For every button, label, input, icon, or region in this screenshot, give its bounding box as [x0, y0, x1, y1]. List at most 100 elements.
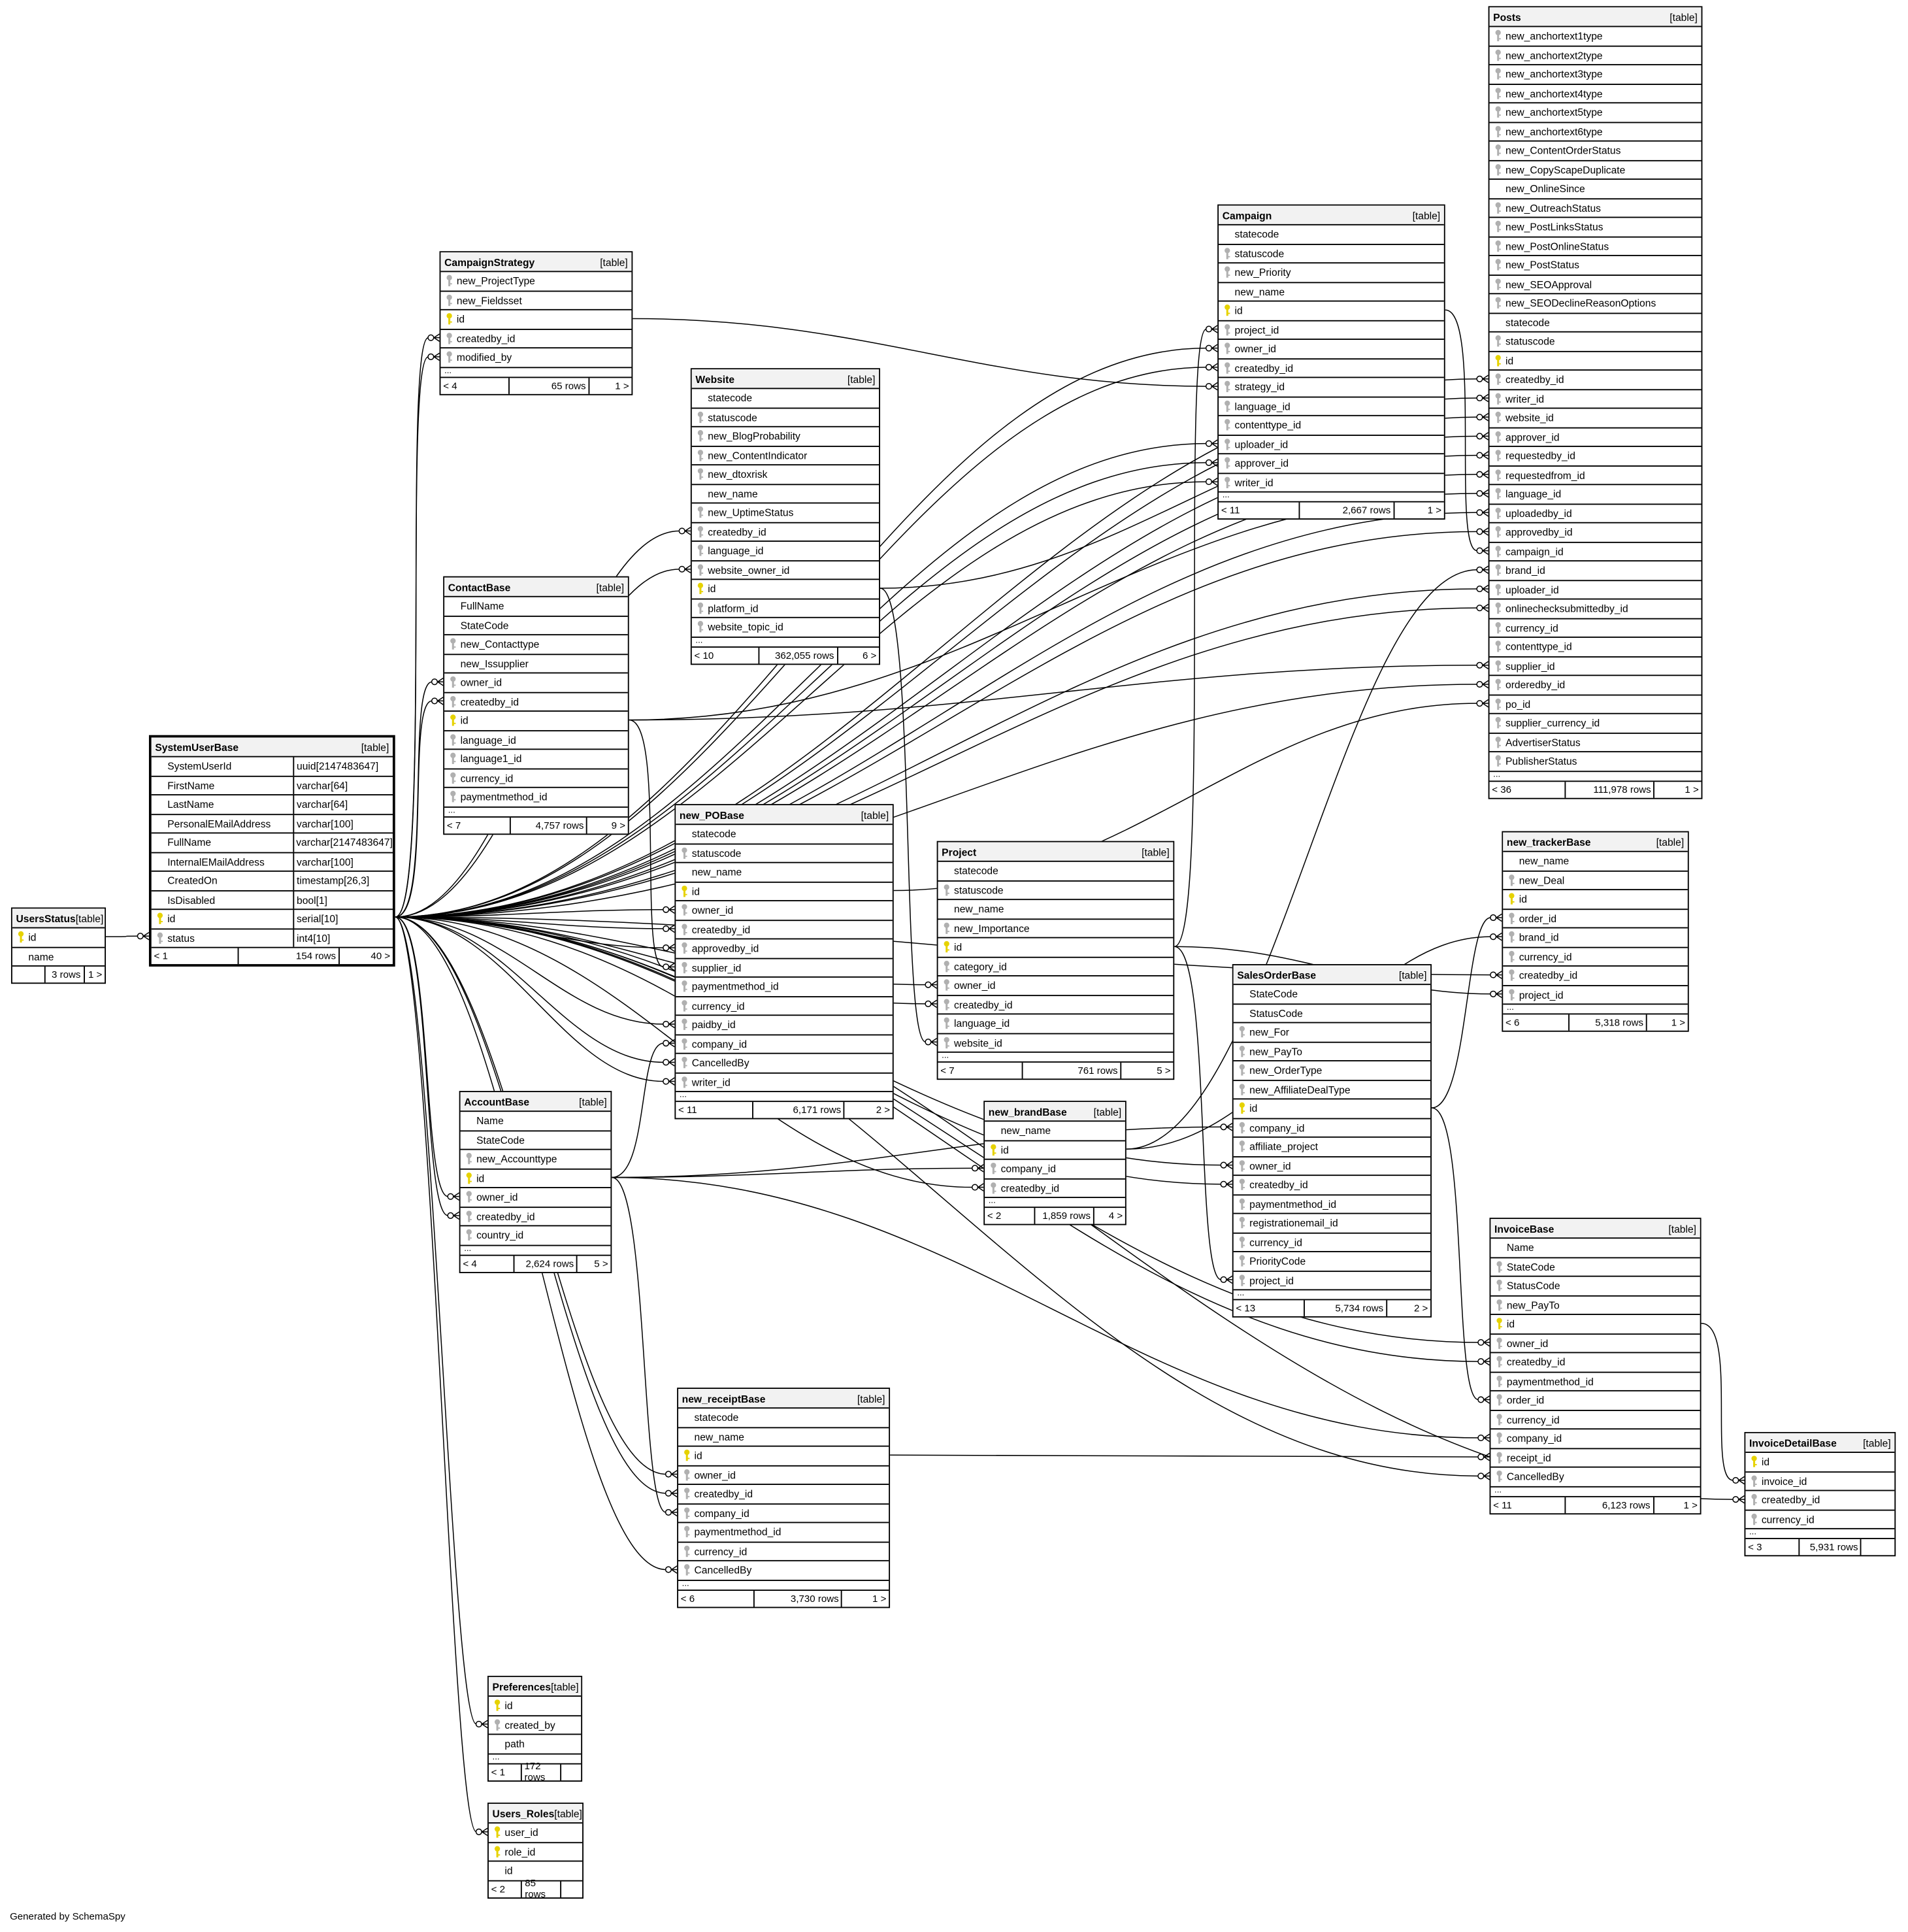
column-row[interactable]: statecode [678, 1408, 889, 1428]
column-row[interactable]: order_id [1503, 909, 1688, 929]
column-row[interactable]: createdby_id [938, 995, 1174, 1015]
parents-count[interactable]: < 7 [444, 816, 511, 833]
column-row[interactable]: new_PostLinksStatus [1489, 218, 1702, 237]
column-row[interactable]: invoice_id [1745, 1472, 1895, 1491]
column-row[interactable]: StateCode [444, 616, 628, 636]
column-row[interactable]: statuscode [691, 408, 880, 427]
column-row[interactable]: new_Issupplier [444, 654, 628, 674]
children-count[interactable]: 6 > [862, 649, 877, 661]
column-row[interactable]: createdby_id [676, 920, 893, 940]
table-header[interactable]: new_trackerBase[table] [1503, 832, 1688, 852]
column-row[interactable]: owner_id [676, 901, 893, 921]
column-row[interactable]: new_anchortext4type [1489, 84, 1702, 104]
column-row[interactable]: createdby_id [1503, 967, 1688, 986]
children-count[interactable]: 1 > [872, 1592, 887, 1604]
parents-count[interactable]: < 11 [1490, 1496, 1566, 1513]
column-row[interactable]: new_name [678, 1427, 889, 1447]
column-row[interactable]: company_id [676, 1035, 893, 1054]
column-row[interactable]: currency_id [676, 997, 893, 1016]
column-row[interactable]: id [938, 939, 1174, 958]
column-row[interactable]: new_ProjectType [440, 272, 632, 291]
column-row[interactable]: id [1490, 1315, 1700, 1335]
column-row[interactable]: new_ContentIndicator [691, 446, 880, 466]
column-row[interactable]: order_id [1490, 1391, 1700, 1411]
column-row[interactable]: id [444, 712, 628, 731]
column-row[interactable]: approvedby_id [676, 939, 893, 959]
column-row[interactable]: currency_id [1233, 1233, 1431, 1252]
column-row[interactable]: contenttype_id [1219, 416, 1444, 435]
column-row[interactable]: createdby_id [1490, 1353, 1700, 1373]
column-row[interactable]: currency_id [1503, 948, 1688, 967]
column-row[interactable]: statuscode [1219, 244, 1444, 264]
column-row[interactable]: Name [460, 1112, 611, 1131]
column-row[interactable]: PublisherStatus [1489, 752, 1702, 772]
column-row[interactable]: new_AffiliateDealType [1233, 1080, 1431, 1100]
column-row[interactable]: id [460, 1169, 611, 1188]
column-row[interactable]: approver_id [1489, 428, 1702, 447]
table-header[interactable]: new_receiptBase[table] [678, 1389, 889, 1409]
column-row[interactable]: new_name [1503, 852, 1688, 871]
column-row[interactable]: Name [1490, 1239, 1700, 1258]
column-row[interactable]: new_PostOnlineStatus [1489, 237, 1702, 256]
column-row[interactable]: uploadedby_id [1489, 504, 1702, 524]
table-header[interactable]: InvoiceBase[table] [1490, 1219, 1700, 1239]
column-row[interactable]: id [678, 1447, 889, 1466]
column-row[interactable]: company_id [678, 1504, 889, 1524]
column-row[interactable]: new_PostStatus [1489, 256, 1702, 276]
column-row[interactable]: paymentmethod_id [676, 978, 893, 997]
column-row[interactable]: statuscode [676, 844, 893, 863]
children-count[interactable]: 1 > [1427, 505, 1442, 516]
column-row[interactable]: paymentmethod_id [678, 1523, 889, 1542]
table-header[interactable]: Campaign[table] [1219, 205, 1444, 225]
parents-count[interactable]: < 2 [985, 1208, 1036, 1224]
parents-count[interactable]: < 36 [1490, 781, 1566, 797]
column-row[interactable]: new_Priority [1219, 263, 1444, 283]
column-row[interactable]: campaign_id [1489, 542, 1702, 562]
column-row[interactable]: uploader_id [1489, 580, 1702, 600]
column-row[interactable]: StatusCode [1233, 1004, 1431, 1024]
column-row[interactable]: CancelledBy [1490, 1468, 1700, 1487]
table-header[interactable]: Posts[table] [1489, 7, 1702, 27]
table-header[interactable]: CampaignStrategy[table] [440, 252, 632, 273]
column-row[interactable]: statecode [938, 862, 1174, 881]
table-header[interactable]: ContactBase[table] [444, 577, 628, 597]
column-row[interactable]: owner_id [1219, 340, 1444, 359]
column-row[interactable]: name [12, 948, 105, 967]
column-row[interactable]: StateCode [1490, 1257, 1700, 1277]
column-row[interactable]: project_id [1503, 986, 1688, 1005]
children-count[interactable]: 5 > [1157, 1065, 1171, 1076]
column-row[interactable]: CancelledBy [678, 1561, 889, 1580]
table-header[interactable]: Users_Roles[table] [488, 1803, 583, 1824]
column-row[interactable]: createdby_id [444, 693, 628, 712]
column-row[interactable]: new_anchortext1type [1489, 27, 1702, 46]
column-row[interactable]: createdby_id [440, 329, 632, 349]
column-row[interactable]: website_id [938, 1034, 1174, 1053]
parents-count[interactable]: < 2 [489, 1880, 523, 1897]
column-row[interactable]: new_CopyScapeDuplicate [1489, 161, 1702, 180]
children-count[interactable]: 1 > [88, 969, 103, 980]
column-row[interactable]: paymentmethod_id [444, 788, 628, 807]
column-row[interactable]: receipt_id [1490, 1448, 1700, 1468]
column-row[interactable]: new_anchortext5type [1489, 103, 1702, 123]
column-row[interactable]: owner_id [460, 1188, 611, 1208]
column-row[interactable]: new_UptimeStatus [691, 504, 880, 523]
column-row[interactable]: paymentmethod_id [1490, 1373, 1700, 1391]
parents-count[interactable]: < 11 [1219, 502, 1300, 519]
column-row[interactable]: id [985, 1141, 1125, 1160]
children-count[interactable]: 1 > [1671, 1017, 1686, 1029]
children-count[interactable]: 2 > [1413, 1303, 1428, 1314]
column-row[interactable]: language_id [938, 1014, 1174, 1034]
parents-count[interactable]: < 6 [1503, 1014, 1570, 1031]
column-row[interactable]: createdby_id [678, 1485, 889, 1505]
column-row[interactable]: new_anchortext3type [1489, 65, 1702, 85]
